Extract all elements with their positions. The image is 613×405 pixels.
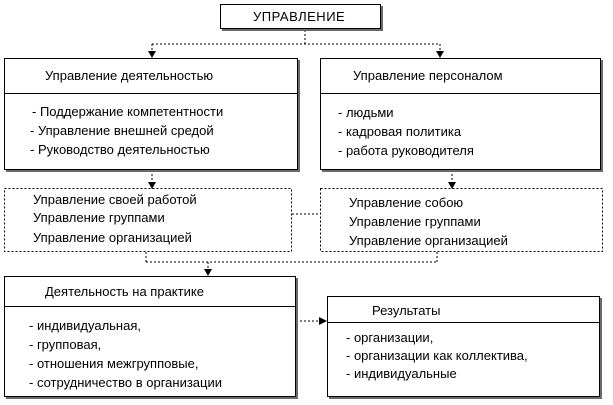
activity-divider (5, 93, 297, 94)
practice-item: - групповая, (29, 337, 102, 352)
personnel-item: - людьми (338, 105, 394, 120)
root-title: УПРАВЛЕНИЕ (253, 9, 346, 24)
practice-item: - индивидуальная, (29, 318, 141, 333)
results-item: - организации как коллектива, (346, 348, 528, 363)
self-work-item: Управление организацией (33, 230, 192, 245)
activity-item: - Руководство деятельностью (30, 142, 210, 157)
practice-title: Деятельность на практике (45, 284, 204, 299)
personnel-title: Управление персоналом (353, 68, 503, 83)
results-item: - организации, (346, 330, 434, 345)
arrowhead-selfwork (148, 182, 156, 189)
activity-title: Управление деятельностью (45, 68, 214, 83)
personnel-box: Управление персоналом - людьми - кадрова… (320, 58, 601, 170)
activity-box: Управление деятельностью - Поддержание к… (4, 58, 298, 170)
results-title: Результаты (372, 303, 441, 318)
arrowhead-right (436, 51, 444, 58)
arrowhead-left (148, 51, 156, 58)
self-work-item: Управление своей работой (33, 192, 197, 207)
personnel-item: - работа руководителя (338, 143, 474, 158)
results-item: - индивидуальные (346, 366, 457, 381)
activity-item: - Поддержание компетентности (32, 104, 224, 119)
practice-item: - отношения межгрупповые, (29, 356, 199, 371)
root-box: УПРАВЛЕНИЕ (220, 4, 381, 29)
practice-box: Деятельность на практике - индивидуальна… (4, 276, 296, 397)
practice-item: - сотрудничество в организации (29, 375, 222, 390)
personnel-divider (321, 93, 600, 94)
results-box: Результаты - организации, - организации … (327, 296, 600, 397)
self-manage-box: Управление собою Управление группами Упр… (321, 189, 602, 251)
self-work-item: Управление группами (33, 210, 165, 225)
personnel-item: - кадровая политика (338, 124, 462, 139)
activity-item: - Управление внешней средой (30, 123, 214, 138)
practice-divider (5, 306, 295, 307)
self-manage-item: Управление группами (349, 214, 481, 229)
self-work-box: Управление своей работой Управление груп… (5, 189, 291, 251)
self-manage-item: Управление собою (349, 195, 464, 210)
results-divider (328, 322, 599, 323)
arrowhead-results (319, 317, 327, 325)
arrowhead-practice (204, 269, 212, 276)
self-manage-item: Управление организацией (349, 233, 508, 248)
arrowhead-selfmanage (448, 182, 456, 189)
